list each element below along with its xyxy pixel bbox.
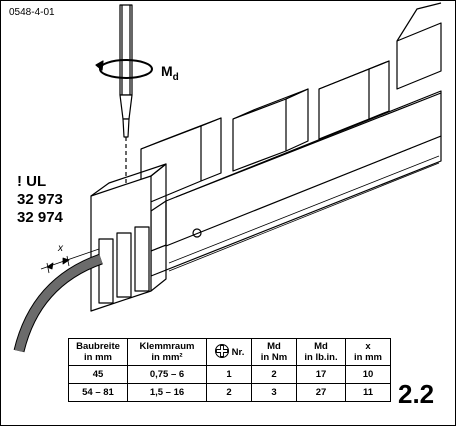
ul-note-line3: 32 974	[17, 209, 63, 226]
ul-note: ! UL 32 973 32 974	[17, 173, 63, 227]
header-md-nm: Md in Nm	[251, 338, 297, 366]
dimension-x-label: x	[58, 243, 63, 254]
phillips-screw-icon	[214, 343, 230, 362]
table-cell: 3	[251, 383, 297, 402]
header-screwdriver-nr: Nr.	[206, 338, 252, 366]
table-row: 45 0,75 – 6 1 2 17 10	[68, 365, 391, 384]
table-cell: 17	[296, 365, 346, 384]
specification-table: Baubreite in mm Klemmraum in mm² Nr. Md …	[68, 338, 391, 402]
table-cell: 1	[206, 365, 252, 384]
header-klemmraum: Klemmraum in mm²	[127, 338, 207, 366]
table-cell: 10	[345, 365, 391, 384]
terminal-housings	[140, 2, 442, 207]
table-cell: 2	[251, 365, 297, 384]
document-id: 0548-4-01	[9, 7, 55, 18]
figure-number: 2.2	[398, 379, 435, 409]
ul-note-line1: ! UL	[17, 173, 47, 190]
terminal-rail	[150, 90, 442, 277]
rotation-arrow-icon	[95, 59, 153, 79]
screwdriver-icon	[119, 4, 133, 187]
table-header-row: Baubreite in mm Klemmraum in mm² Nr. Md …	[68, 338, 391, 366]
table-cell: 1,5 – 16	[127, 383, 207, 402]
table-row: 54 – 81 1,5 – 16 2 3 27 11	[68, 383, 391, 402]
header-x: x in mm	[345, 338, 391, 366]
table-cell: 45	[68, 365, 128, 384]
ul-note-line2: 32 973	[17, 191, 63, 208]
torque-label: Md	[161, 63, 179, 83]
header-baubreite: Baubreite in mm	[68, 338, 128, 366]
front-clamp-housing	[90, 163, 202, 312]
table-cell: 2	[206, 383, 252, 402]
table-cell: 54 – 81	[68, 383, 128, 402]
dimension-x-marker	[40, 248, 100, 274]
table-cell: 0,75 – 6	[127, 365, 207, 384]
table-cell: 27	[296, 383, 346, 402]
table-cell: 11	[345, 383, 391, 402]
header-md-lbin: Md in lb.in.	[296, 338, 346, 366]
